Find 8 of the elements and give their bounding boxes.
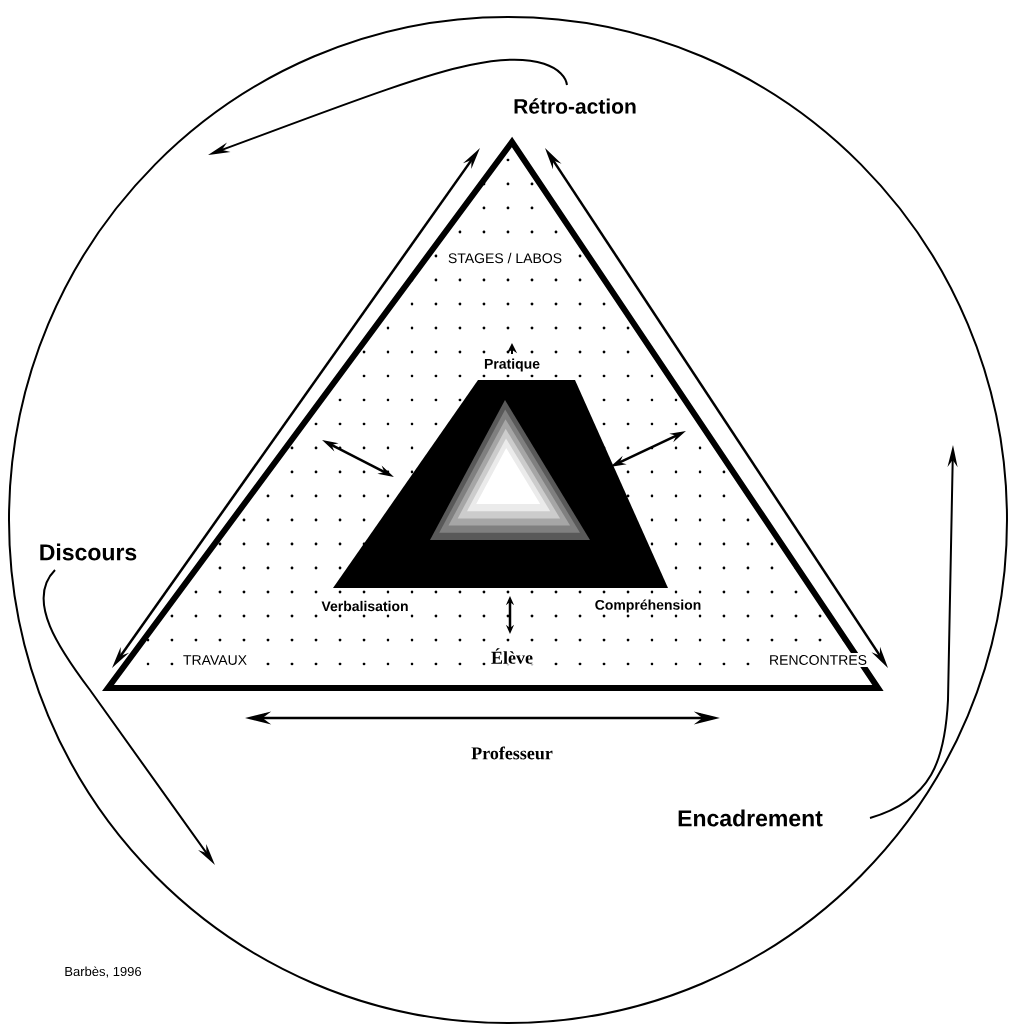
node-label: Pratique <box>484 358 540 372</box>
center-label: Élève <box>490 647 534 665</box>
source-note: Barbès, 1996 <box>65 966 142 978</box>
node-label: Compréhension <box>595 599 701 613</box>
node-label: Verbalisation <box>321 600 408 612</box>
title-text: Rétro-action <box>514 98 636 114</box>
side-label: Encadrement <box>678 809 823 827</box>
axis-label: Professeur <box>471 746 553 760</box>
